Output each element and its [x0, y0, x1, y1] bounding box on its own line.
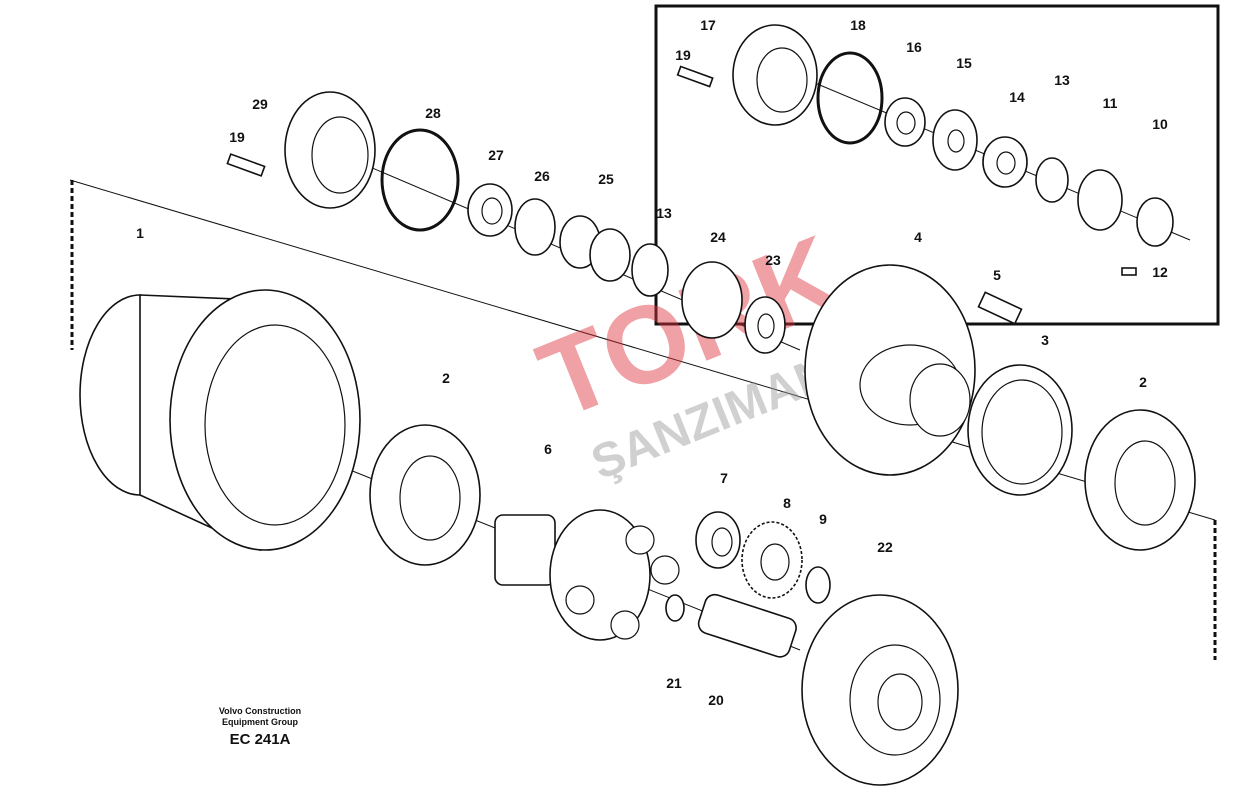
part-14-nut: [982, 136, 1028, 188]
part-11-plate: [1077, 169, 1123, 231]
part-17-cover: [732, 24, 818, 126]
callout-22: 22: [877, 539, 893, 555]
callout-17: 17: [700, 17, 716, 33]
part-19-screw: [226, 153, 266, 177]
callout-18: 18: [850, 17, 866, 33]
credit-text: Volvo Construction Equipment Group: [205, 706, 315, 728]
part-27-nut: [467, 183, 513, 237]
part-22-drum: [801, 594, 959, 786]
part-18-o-ring: [816, 51, 884, 145]
part-28-o-ring: [380, 128, 460, 232]
callout-8: 8: [783, 495, 791, 511]
callout-15: 15: [956, 55, 972, 71]
callout-28: 28: [425, 105, 441, 121]
part-1-hub-housing: [79, 289, 361, 552]
part-24-plate: [681, 261, 743, 339]
callout-14: 14: [1009, 89, 1025, 105]
part-5-bolt: [977, 291, 1023, 325]
callout-1: 1: [136, 225, 144, 241]
callout-7: 7: [720, 470, 728, 486]
callout-27: 27: [488, 147, 504, 163]
credit-line-2: Equipment Group: [222, 717, 298, 727]
figure-code: EC 241A: [229, 731, 291, 748]
callout-2: 2: [442, 370, 450, 386]
part-19-screw: [676, 65, 714, 88]
callout-9: 9: [819, 511, 827, 527]
part-6-planet-carrier: [494, 509, 680, 641]
part-3-seal: [967, 364, 1073, 496]
part-10-washer: [1136, 197, 1174, 247]
callout-6: 6: [544, 441, 552, 457]
part-12-pin: [1121, 267, 1137, 276]
credit-line-1: Volvo Construction: [218, 706, 302, 716]
part-9-circlip: [805, 566, 831, 604]
callout-2: 2: [1139, 374, 1147, 390]
callout-11: 11: [1103, 95, 1118, 111]
callout-10: 10: [1152, 116, 1168, 132]
callout-24: 24: [710, 229, 726, 245]
callout-4: 4: [914, 229, 922, 245]
callout-19: 19: [675, 47, 691, 63]
part-4-spindle: [804, 264, 976, 476]
callout-20: 20: [708, 692, 724, 708]
callout-21: 21: [666, 675, 682, 691]
part-2-bearing: [1084, 409, 1196, 551]
part-21-washer: [665, 594, 685, 622]
callout-25: 25: [598, 171, 614, 187]
callout-3: 3: [1041, 332, 1049, 348]
part-16-nut: [884, 97, 926, 147]
part-2-bearing: [369, 424, 481, 566]
callout-13: 13: [656, 205, 672, 221]
callout-23: 23: [765, 252, 781, 268]
part-13-washer: [1035, 157, 1069, 203]
part-26-lock-ring: [514, 198, 556, 256]
part-23-washer: [744, 296, 786, 354]
part-13-washer: [631, 243, 669, 297]
part-7-bearing: [695, 511, 741, 569]
callout-5: 5: [993, 267, 1001, 283]
part-15-washer: [932, 109, 978, 171]
part-25-lock-washer: [559, 215, 631, 282]
callout-13: 13: [1054, 72, 1070, 88]
part-8-planet-gear: [741, 521, 803, 599]
callout-19: 19: [229, 129, 245, 145]
callout-26: 26: [534, 168, 550, 184]
part-20-sun-gear: [697, 593, 797, 658]
callout-16: 16: [906, 39, 922, 55]
part-29-cover: [284, 91, 376, 209]
callout-29: 29: [252, 96, 268, 112]
callout-12: 12: [1152, 264, 1168, 280]
